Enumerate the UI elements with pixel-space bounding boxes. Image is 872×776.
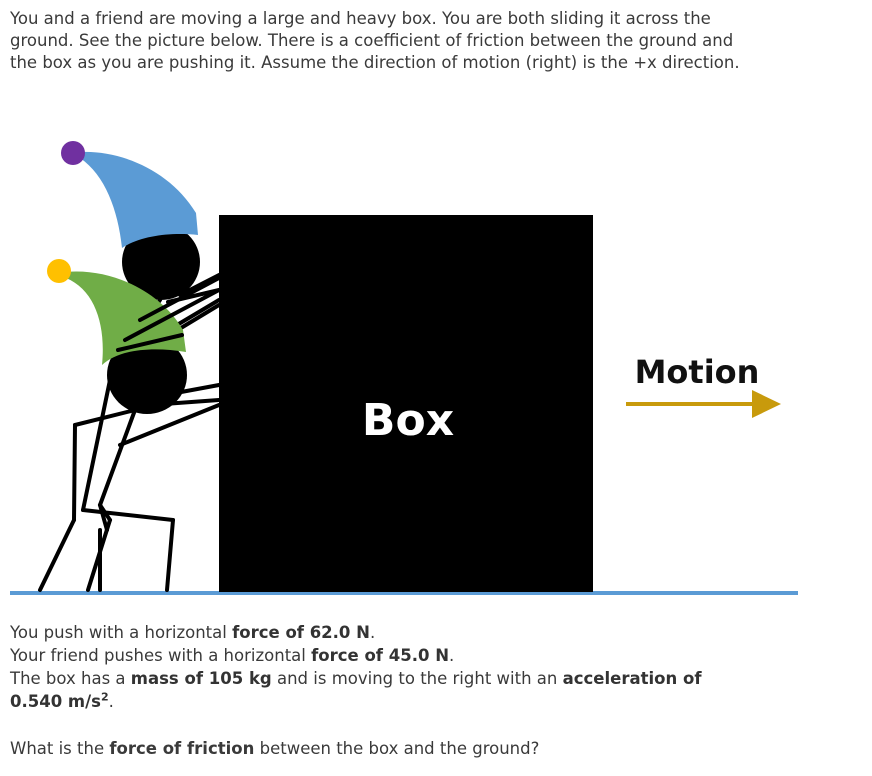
given-friend-force: Your friend pushes with a horizontal for… <box>10 646 455 665</box>
purple-pompom-icon <box>61 141 85 165</box>
question-text: What is the force of friction between th… <box>10 739 540 758</box>
box-label: Box <box>362 395 454 446</box>
you-head <box>107 336 187 414</box>
given-values: You push with a horizontal force of 62.0… <box>10 621 750 713</box>
motion-arrow-icon <box>626 390 781 418</box>
friend-head <box>122 224 200 300</box>
blue-hat-icon <box>80 151 198 248</box>
yellow-pompom-icon <box>47 259 71 283</box>
you-figure <box>38 383 221 592</box>
motion-label: Motion <box>635 353 760 391</box>
given-mass-acceleration: The box has a mass of 105 kg and is movi… <box>10 669 702 711</box>
problem-intro: You and a friend are moving a large and … <box>10 9 740 72</box>
box <box>219 215 593 592</box>
given-your-force: You push with a horizontal force of 62.0… <box>10 623 376 642</box>
